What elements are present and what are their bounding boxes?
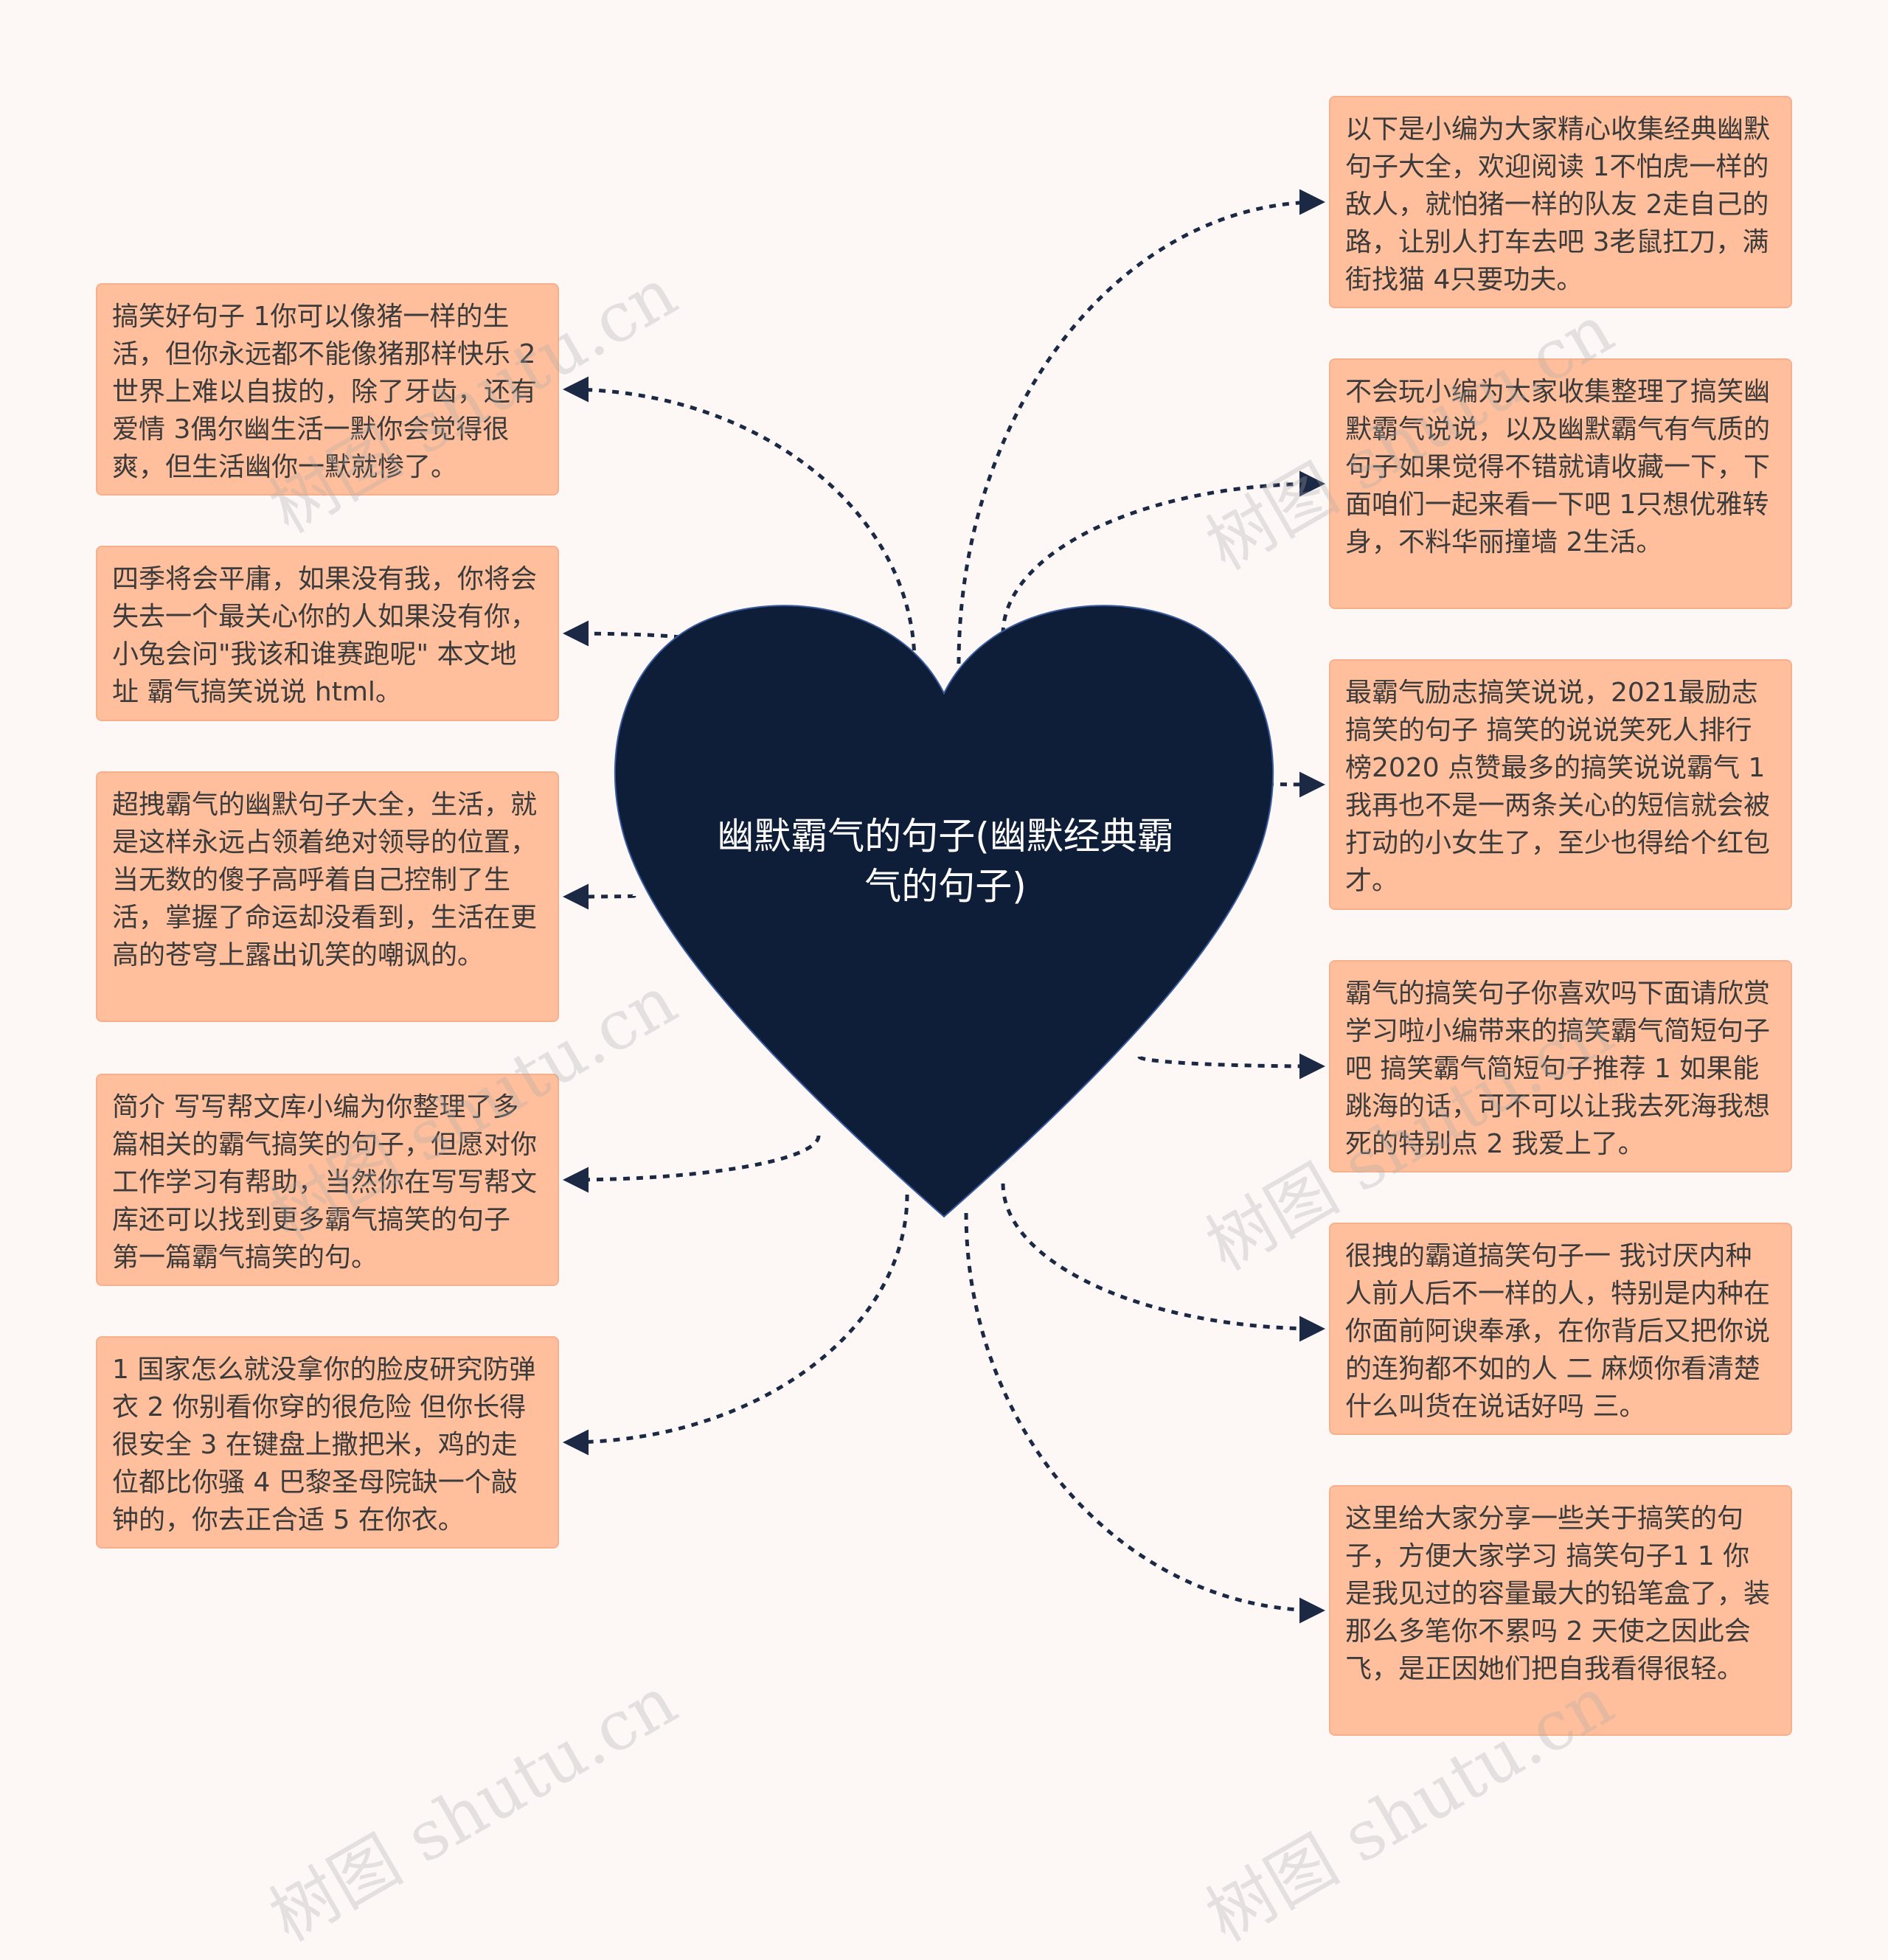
left-node-4[interactable]: 简介 写写帮文库小编为你整理了多篇相关的霸气搞笑的句子，但愿对你工作学习有帮助，… [96, 1074, 559, 1286]
left-node-1[interactable]: 搞笑好句子 1你可以像猪一样的生活，但你永远都不能像猪那样快乐 2世界上难以自拔… [96, 283, 559, 496]
edge-right-3 [1265, 771, 1325, 798]
right-node-4[interactable]: 霸气的搞笑句子你喜欢吗下面请欣赏学习啦小编带来的搞笑霸气简短句子吧 搞笑霸气简短… [1329, 960, 1792, 1172]
edge-right-5 [1001, 1183, 1325, 1342]
edge-left-4 [563, 1135, 821, 1193]
right-node-3[interactable]: 最霸气励志搞笑说说，2021最励志搞笑的句子 搞笑的说说笑死人排行榜2020 点… [1329, 659, 1792, 910]
right-node-5[interactable]: 很拽的霸道搞笑句子一 我讨厌内种人前人后不一样的人，特别是内种在你面前阿谀奉承，… [1329, 1223, 1792, 1435]
left-node-3[interactable]: 超拽霸气的幽默句子大全，生活，就是这样永远占领着绝对领导的位置，当无数的傻子高呼… [96, 771, 559, 1022]
edge-right-6 [964, 1212, 1325, 1624]
edge-left-5 [563, 1194, 909, 1456]
edge-left-1 [563, 376, 917, 664]
center-topic[interactable]: 幽默霸气的句子(幽默经典霸气的句子) [717, 815, 1174, 908]
right-node-1[interactable]: 以下是小编为大家精心收集经典幽默句子大全，欢迎阅读 1不怕虎一样的敌人，就怕猪一… [1329, 96, 1792, 308]
edge-left-3 [563, 883, 636, 910]
edge-right-2 [1001, 470, 1325, 635]
center-heart-shape [614, 605, 1274, 1218]
right-node-2[interactable]: 不会玩小编为大家收集整理了搞笑幽默霸气说说，以及幽默霸气有气质的句子如果觉得不错… [1329, 358, 1792, 609]
right-node-6[interactable]: 这里给大家分享一些关于搞笑的句子，方便大家学习 搞笑句子1 1 你是我见过的容量… [1329, 1485, 1792, 1736]
left-node-2[interactable]: 四季将会平庸，如果没有我，你将会失去一个最关心你的人如果没有你，小兔会问"我该和… [96, 546, 559, 721]
left-node-5[interactable]: 1 国家怎么就没拿你的脸皮研究防弹衣 2 你别看你穿的很危险 但你长得很安全 3… [96, 1336, 559, 1549]
mindmap-canvas [563, 189, 1325, 1624]
edge-right-1 [957, 189, 1325, 664]
edge-right-4 [1137, 1053, 1325, 1080]
edges [563, 189, 1325, 1624]
